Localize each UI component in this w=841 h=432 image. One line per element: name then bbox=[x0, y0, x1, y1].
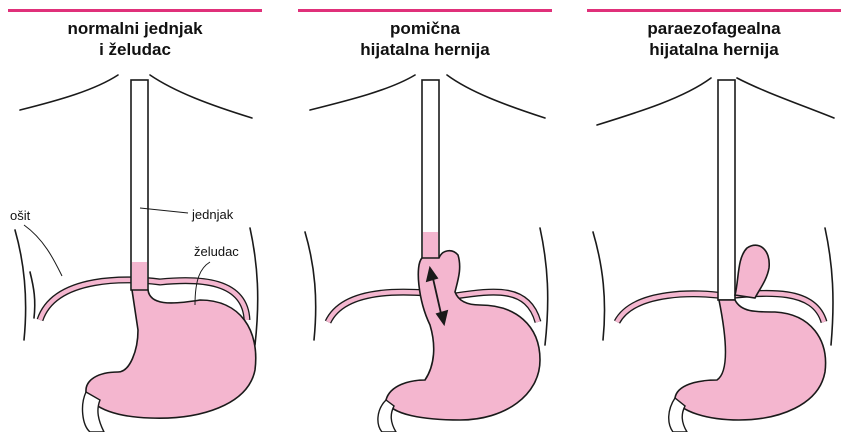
left-torso-line bbox=[305, 232, 316, 340]
esophagus-tube bbox=[131, 80, 148, 290]
left-torso-inner-line bbox=[30, 272, 35, 318]
duodenum-shape bbox=[378, 400, 396, 432]
label-leader-diaphragm bbox=[24, 225, 62, 276]
right-torso-line bbox=[540, 228, 548, 345]
right-shoulder-line bbox=[447, 75, 545, 118]
right-shoulder-line bbox=[737, 78, 834, 118]
left-shoulder-line bbox=[20, 75, 118, 110]
stomach-shape bbox=[86, 290, 256, 418]
stomach-shape bbox=[386, 251, 540, 420]
paraesophageal-hernia-illustration bbox=[579, 0, 841, 432]
panel-paraesophageal-hernia: paraezofagealna hijatalna hernija bbox=[579, 0, 841, 432]
right-shoulder-line bbox=[150, 75, 252, 118]
left-shoulder-line bbox=[597, 78, 711, 125]
panel-sliding-hernia: pomična hijatalna hernija bbox=[290, 0, 560, 432]
right-torso-line bbox=[825, 228, 833, 345]
right-torso-line bbox=[250, 228, 258, 345]
sliding-hernia-illustration bbox=[290, 0, 560, 432]
label-diaphragm: ošit bbox=[10, 208, 30, 223]
left-shoulder-line bbox=[310, 75, 415, 110]
label-esophagus: jednjak bbox=[192, 207, 233, 222]
stomach-shape bbox=[675, 300, 826, 420]
label-stomach: želudac bbox=[194, 244, 239, 259]
panel-normal: normalni jednjak i želudac ošit jednjak … bbox=[0, 0, 270, 432]
left-torso-line bbox=[15, 230, 26, 340]
esophagus-tube bbox=[718, 80, 735, 300]
left-torso-line bbox=[593, 232, 605, 340]
